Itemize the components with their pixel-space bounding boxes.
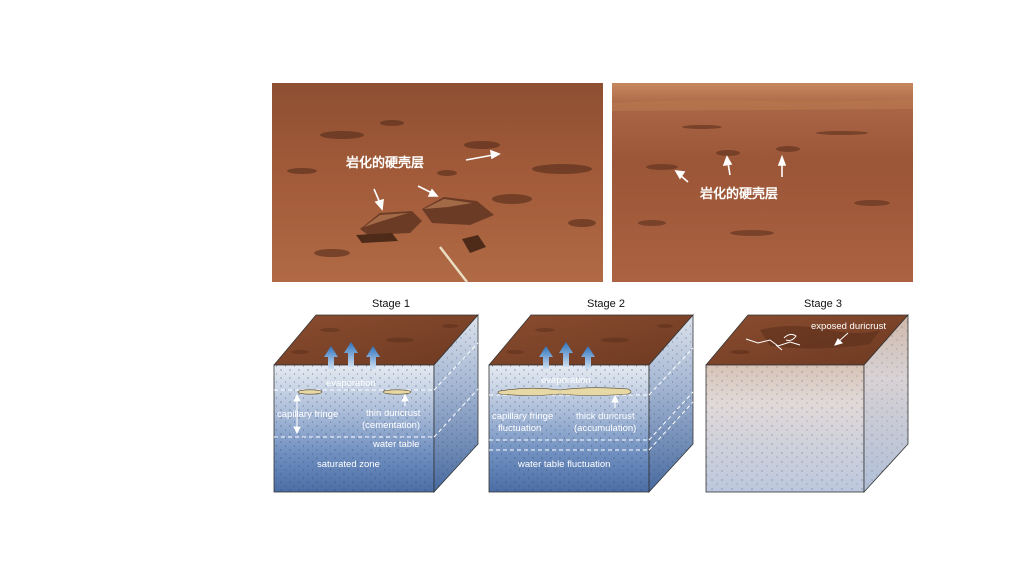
stage-3-exposed-crust — [745, 333, 801, 351]
stage-1-capillary-label: capillary fringe — [277, 409, 338, 420]
stage-1-crust-label: thin duricrust — [366, 408, 421, 419]
mars-photo-left: 岩化的硬壳层 — [272, 83, 603, 282]
stage-2-evaporation-arrows — [539, 342, 595, 369]
stage-2-evaporation-label: evaporation — [541, 375, 591, 386]
duricrust-label-left: 岩化的硬壳层 — [345, 155, 424, 171]
stage-2-water-table-label: water table fluctuation — [517, 459, 610, 470]
stage-2-block: evaporation capillary fringe fluctuation… — [488, 313, 694, 494]
mars-photo-right: 岩化的硬壳层 — [612, 83, 913, 282]
stage-2-capillary-sub-label: fluctuation — [498, 423, 541, 434]
duricrust-label-right: 岩化的硬壳层 — [699, 186, 778, 202]
stage-2-capillary-label: capillary fringe — [492, 411, 553, 422]
stage-1-duricrust-lens — [297, 389, 323, 395]
rover-rod — [439, 246, 468, 282]
stage-1-water-table-label: water table — [372, 439, 419, 450]
stage-1-evaporation-arrows — [324, 342, 380, 369]
stage-1-crust-sub-label: (cementation) — [362, 420, 420, 431]
stage-1-evaporation-label: evaporation — [326, 378, 376, 389]
stage-1-saturated-label: saturated zone — [317, 459, 380, 470]
stage-2-duricrust-lens — [497, 387, 632, 396]
stage-3-title: Stage 3 — [804, 298, 842, 310]
stage-2-title: Stage 2 — [587, 298, 625, 310]
stage-1-block: evaporation capillary fringe thin duricr… — [273, 313, 479, 494]
stage-3-exposed-label: exposed duricrust — [811, 321, 886, 332]
stage-2-crust-label: thick duricrust — [576, 411, 635, 422]
stage-1-title: Stage 1 — [372, 298, 410, 310]
stage-2-crust-sub-label: (accumulation) — [574, 423, 636, 434]
stage-3-block: exposed duricrust — [705, 313, 909, 494]
